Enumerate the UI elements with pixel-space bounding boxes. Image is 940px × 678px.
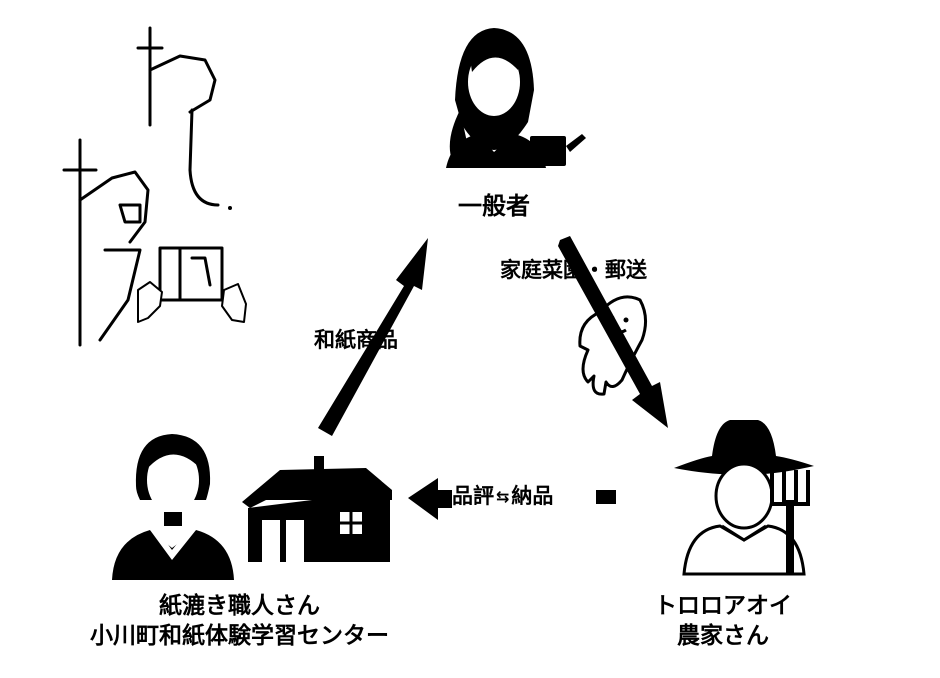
artisan-line1: 紙漉き職人さん	[159, 593, 320, 619]
man-kimono-icon	[112, 434, 234, 580]
hands-holding-logo-icon	[137, 281, 247, 323]
farmer-line1: トロロアオイ	[654, 593, 792, 619]
edge-label-quality-delivery: 品評 ⇆ 納品	[452, 486, 553, 507]
farmer-pitchfork-icon	[674, 420, 814, 576]
arrow-quality-delivery	[408, 478, 616, 520]
edge-label-quality: 品評	[452, 484, 494, 508]
edge-label-delivery: 納品	[511, 484, 554, 508]
edge-label-home-garden-mail: 家庭菜園・郵送	[500, 258, 647, 282]
node-label-artisan: 紙漉き職人さん 小川町和紙体験学習センター	[90, 592, 389, 652]
arrow-washi-products	[318, 238, 428, 436]
arrow-home-garden-mail	[558, 236, 668, 428]
edge-label-washi-products: 和紙商品	[314, 328, 398, 352]
workshop-house-icon	[242, 456, 392, 562]
woman-watering-can-icon	[446, 28, 586, 168]
farmer-line2: 農家さん	[677, 622, 769, 649]
artisan-line2: 小川町和紙体験学習センター	[90, 622, 389, 649]
node-label-general: 一般者	[458, 192, 530, 220]
logo	[62, 26, 232, 347]
node-label-farmer: トロロアオイ 農家さん	[654, 592, 792, 652]
swap-arrows-icon: ⇆	[496, 486, 510, 506]
